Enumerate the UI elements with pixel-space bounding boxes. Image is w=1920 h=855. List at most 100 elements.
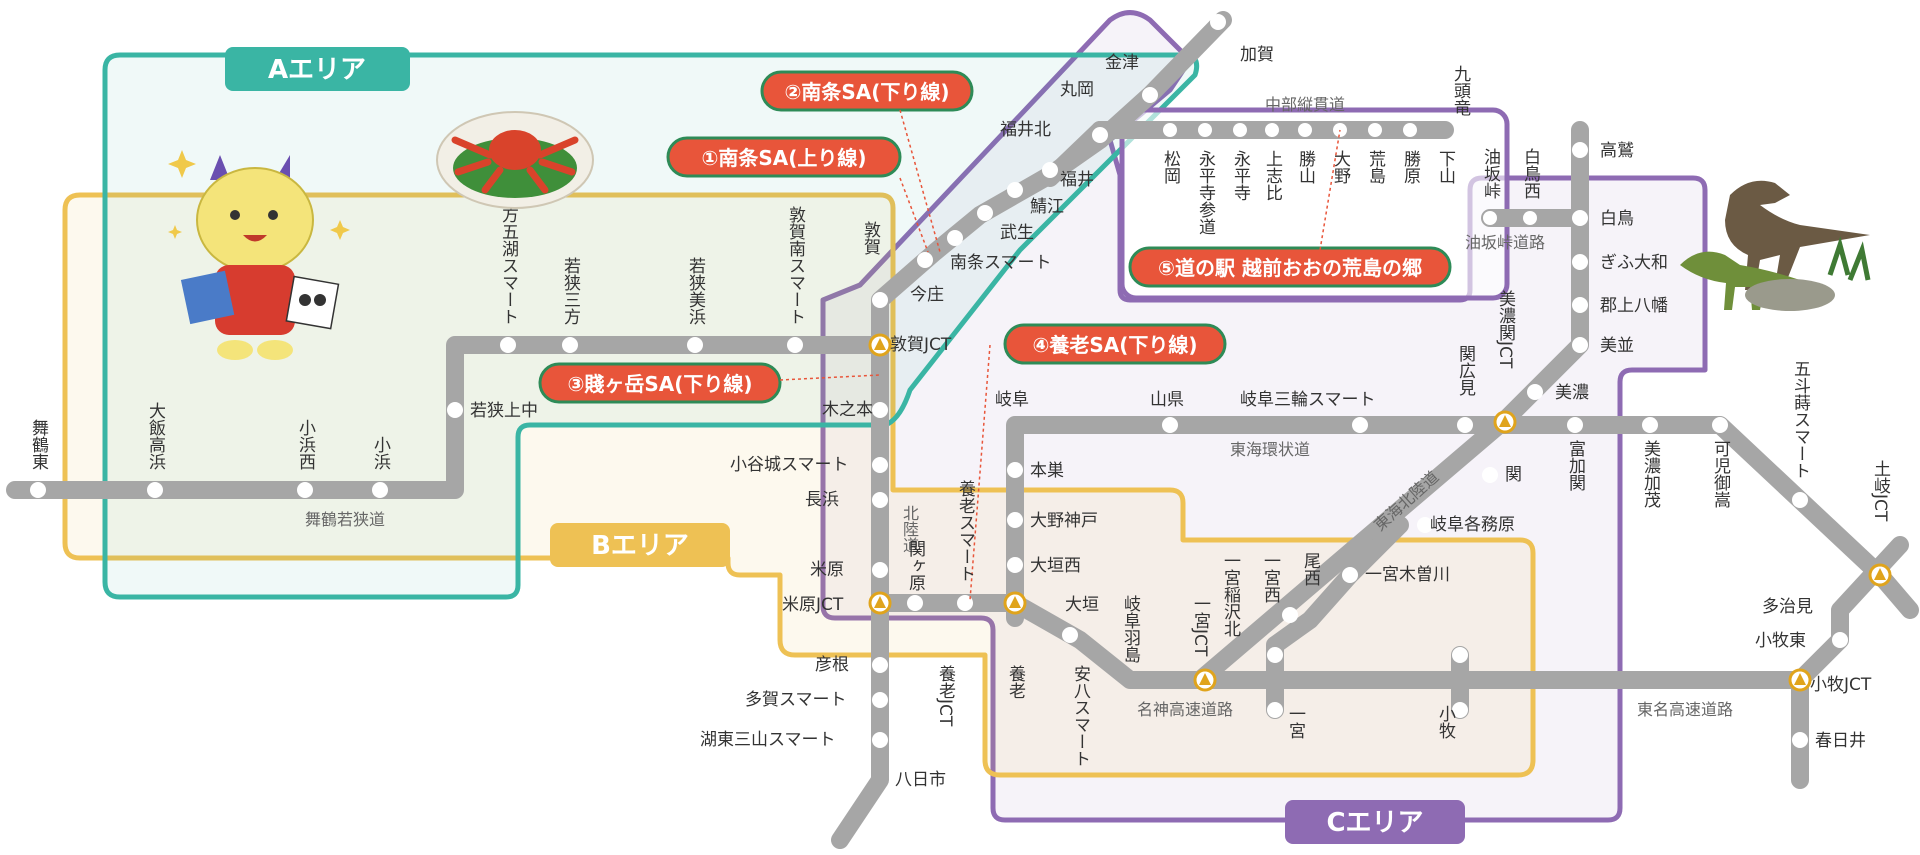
area-b-label-text: Bエリア xyxy=(591,531,689,561)
jct-marker-icon xyxy=(1874,568,1886,580)
station-label: 美濃関JCT xyxy=(1495,290,1516,369)
area-a-label: Aエリア xyxy=(225,47,410,91)
station-label: 下山 xyxy=(1435,150,1456,184)
station-label: 加賀 xyxy=(1240,45,1274,65)
station-label: 美濃加茂 xyxy=(1640,440,1661,509)
station-label: 米原 xyxy=(810,560,844,580)
station-label: 岐阜 xyxy=(995,390,1029,410)
station-label: 養老 xyxy=(1005,665,1026,699)
station-label: 一宮西 xyxy=(1260,552,1281,603)
station-label: 湖東三山スマート xyxy=(700,730,836,750)
road-label: 東海環状道 xyxy=(1230,440,1310,459)
leader-lines xyxy=(779,109,1341,601)
station-label: 勝原 xyxy=(1400,150,1421,184)
station-label: 富加関 xyxy=(1565,440,1586,491)
station-label: 一宮JCT xyxy=(1190,595,1211,657)
station-label: 長浜 xyxy=(805,490,839,510)
station-label: 五斗蒔スマート xyxy=(1790,360,1811,479)
service-area-badge[interactable]: ②南条SA(下り線) xyxy=(760,70,974,112)
station-label: 南条スマート xyxy=(950,253,1052,273)
station-label: 大野 xyxy=(1330,150,1351,184)
station-label: 小浜 xyxy=(370,436,391,470)
station-label: 彦根 xyxy=(815,655,849,675)
station-label: 木之本 xyxy=(822,400,873,420)
station-label: 白鳥西 xyxy=(1520,148,1541,199)
station-label: 鯖江 xyxy=(1030,197,1064,217)
station-label: 金津 xyxy=(1105,53,1139,73)
station-label: 大垣 xyxy=(1065,595,1099,615)
station-label: 高鷲 xyxy=(1600,141,1634,161)
station-label: 岐阜各務原 xyxy=(1430,515,1515,535)
service-area-badge[interactable]: ④養老SA(下り線) xyxy=(1003,323,1227,365)
service-area-badge-text: ①南条SA(上り線) xyxy=(701,146,866,170)
service-area-badge-text: ⑤道の駅 越前おおの荒島の郷 xyxy=(1158,256,1422,280)
station-label: 土岐JCT xyxy=(1870,460,1891,522)
jct-markers xyxy=(868,333,1892,692)
station-label: 小牧 xyxy=(1435,705,1456,739)
road-chubu-bulge xyxy=(1041,121,1109,187)
station-label: 武生 xyxy=(1000,223,1034,243)
station-label: 若狭美浜 xyxy=(685,257,706,325)
station-label: 松岡 xyxy=(1160,150,1181,185)
jct-marker-icon xyxy=(874,338,886,350)
station-label: 舞鶴東 xyxy=(28,419,49,470)
sparkle-icon xyxy=(168,150,350,240)
station-label: 大野神戸 xyxy=(1030,511,1098,531)
station-label: 永平寺参道 xyxy=(1195,150,1216,235)
station-label: 本巣 xyxy=(1030,461,1064,481)
station-label: 岐阜三輪スマート xyxy=(1240,390,1376,410)
station-label: 油坂峠 xyxy=(1480,148,1501,199)
jct-marker-icon xyxy=(1199,673,1211,685)
mascot-icon xyxy=(180,155,340,360)
station-label: 一宮木曽川 xyxy=(1365,565,1450,585)
service-area-badge[interactable]: ①南条SA(上り線) xyxy=(666,136,902,178)
station-label: 尾西 xyxy=(1300,552,1321,586)
station-label: 敦賀南スマート xyxy=(785,206,806,325)
area-c-label: Cエリア xyxy=(1285,800,1465,844)
station-label: 一宮稲沢北 xyxy=(1220,552,1241,637)
station-label: 丸岡 xyxy=(1060,80,1094,100)
station-label: 九頭竜 xyxy=(1450,65,1471,116)
station-dots xyxy=(30,14,1848,748)
station-label: 白鳥 xyxy=(1600,209,1634,229)
station-label: 多治見 xyxy=(1762,597,1813,617)
station-label: 関ヶ原 xyxy=(905,540,926,591)
station-label: 福井 xyxy=(1060,170,1094,190)
crab-icon xyxy=(436,111,594,209)
service-area-badge[interactable]: ⑤道の駅 越前おおの荒島の郷 xyxy=(1128,246,1452,288)
service-area-badge-text: ④養老SA(下り線) xyxy=(1032,333,1197,357)
station-label: 大垣西 xyxy=(1030,556,1081,576)
station-label: 美濃 xyxy=(1555,383,1589,403)
station-label: 可児御嵩 xyxy=(1710,440,1731,508)
road-label: 中部縦貫道 xyxy=(1265,95,1345,114)
station-label: 小谷城スマート xyxy=(730,455,849,475)
station-label: ぎふ大和 xyxy=(1600,253,1668,273)
station-label: 上志比 xyxy=(1262,150,1283,201)
service-area-badge-text: ③賤ヶ岳SA(下り線) xyxy=(567,372,752,396)
station-label: 荒島 xyxy=(1365,150,1386,185)
service-area-badge[interactable]: ③賤ヶ岳SA(下り線) xyxy=(538,362,782,404)
jct-marker-icon xyxy=(1794,673,1806,685)
station-label: 三方五湖スマート xyxy=(498,189,519,325)
road-label: 舞鶴若狭道 xyxy=(305,510,385,529)
station-label: 若狭三方 xyxy=(560,257,581,325)
station-label: 安八スマート xyxy=(1070,665,1091,767)
road-label: 名神高速道路 xyxy=(1137,700,1233,719)
station-label: 美並 xyxy=(1600,336,1634,356)
station-label: 八日市 xyxy=(895,770,946,790)
station-label: 米原JCT xyxy=(782,595,844,615)
station-label: 養老スマート xyxy=(955,480,976,582)
area-b-region xyxy=(62,192,1536,778)
area-a-label-text: Aエリア xyxy=(268,55,366,85)
station-label: 岐阜羽島 xyxy=(1120,595,1141,664)
station-label: 山県 xyxy=(1150,390,1184,410)
station-label: 小牧東 xyxy=(1755,631,1806,651)
station-label: 敦賀 xyxy=(860,221,881,255)
station-label: 関広見 xyxy=(1455,345,1476,396)
station-label: 大飯高浜 xyxy=(145,402,166,470)
jct-marker-icon xyxy=(874,596,886,608)
station-label: 春日井 xyxy=(1815,731,1866,751)
jct-marker-icon xyxy=(1009,596,1021,608)
station-label: 郡上八幡 xyxy=(1600,296,1668,316)
